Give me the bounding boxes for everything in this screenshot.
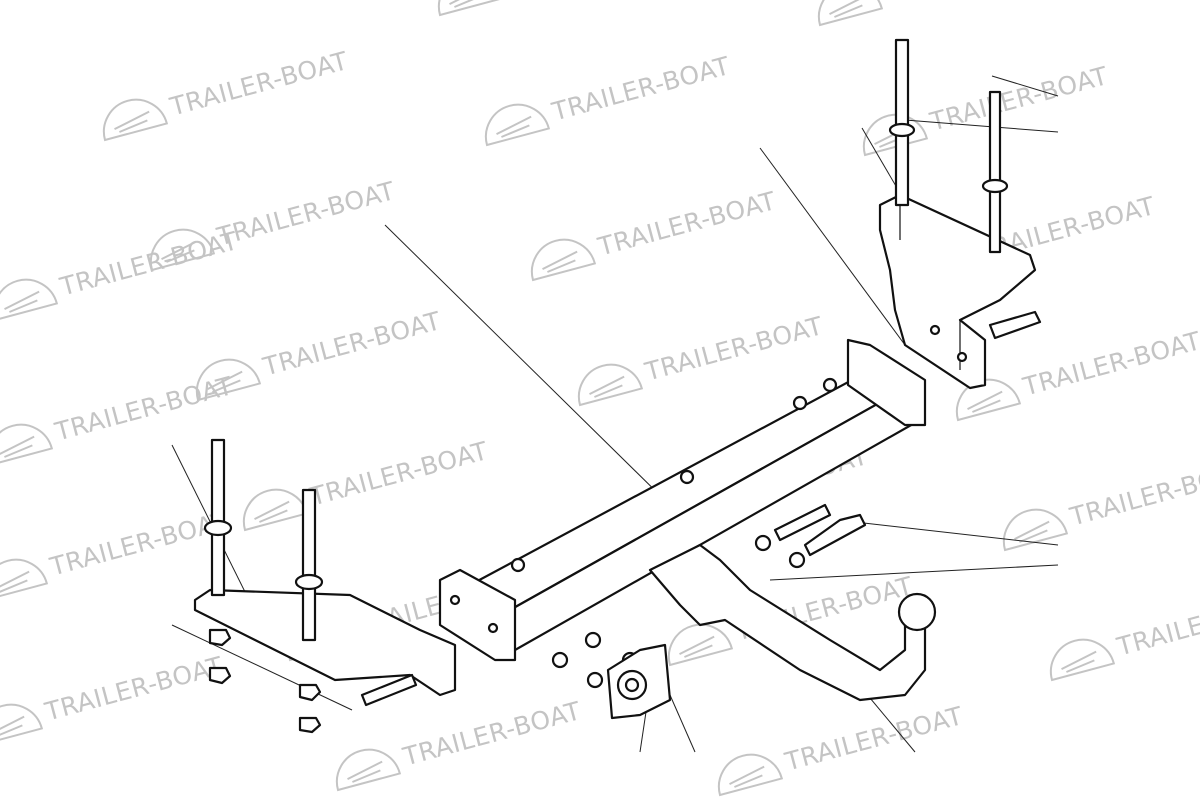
watermark-text: TRAILER-BOAT bbox=[781, 701, 966, 777]
watermark: TRAILER-BOAT bbox=[102, 46, 351, 142]
boat-logo-icon bbox=[0, 558, 49, 602]
boat-logo-icon bbox=[195, 358, 262, 402]
watermark: TRAILER-BOAT bbox=[437, 0, 504, 17]
watermark: TRAILER-BOAT bbox=[955, 326, 1200, 422]
boat-logo-icon bbox=[1049, 638, 1116, 682]
leader-line bbox=[854, 521, 1059, 546]
leader-line bbox=[669, 694, 696, 753]
watermark-text: TRAILER-BOAT bbox=[259, 306, 444, 382]
boat-logo-icon bbox=[667, 623, 734, 667]
watermark-text: TRAILER-BOAT bbox=[926, 61, 1111, 137]
boat-logo-icon bbox=[0, 423, 54, 467]
watermark-text: TRAILER-BOAT bbox=[46, 506, 231, 582]
boat-logo-icon bbox=[717, 753, 784, 797]
watermark-text: TRAILER-BOAT bbox=[166, 46, 351, 122]
watermark: TRAILER-BOAT bbox=[0, 651, 226, 747]
leader-line bbox=[904, 119, 1059, 133]
leader-line bbox=[769, 564, 1059, 581]
leader-line bbox=[991, 75, 1059, 97]
boat-logo-icon bbox=[577, 363, 644, 407]
boat-logo-icon bbox=[817, 0, 884, 27]
watermark: TRAILER-BOAT bbox=[0, 226, 241, 322]
watermark-text: TRAILER-BOAT bbox=[548, 51, 733, 127]
leader-line bbox=[384, 224, 681, 516]
watermark-text: TRAILER-BOAT bbox=[306, 436, 491, 512]
boat-logo-icon bbox=[242, 488, 309, 532]
watermark: TRAILER-BOAT bbox=[577, 311, 826, 407]
watermark-text: TRAILER-BOAT bbox=[56, 226, 241, 302]
boat-logo-icon bbox=[530, 238, 597, 282]
watermark: TRAILER-BOAT bbox=[0, 371, 236, 467]
watermark-text: TRAILER-BOAT bbox=[213, 176, 398, 252]
watermark: TRAILER-BOAT bbox=[242, 436, 491, 532]
right-mounting-bracket bbox=[878, 38, 1042, 390]
tow-ball bbox=[897, 592, 937, 632]
watermark-text: TRAILER-BOAT bbox=[1019, 326, 1200, 402]
watermark-text: TRAILER-BOAT bbox=[881, 0, 1066, 7]
watermark: TRAILER-BOAT bbox=[1002, 456, 1200, 552]
boat-logo-icon bbox=[335, 748, 402, 792]
watermark: TRAILER-BOAT bbox=[530, 186, 779, 282]
electrical-socket-plate bbox=[606, 643, 672, 720]
boat-logo-icon bbox=[102, 98, 169, 142]
leader-line bbox=[171, 624, 353, 711]
watermark: TRAILER-BOAT bbox=[0, 506, 231, 602]
left-mounting-bracket bbox=[193, 438, 457, 734]
boat-logo-icon bbox=[484, 103, 551, 147]
watermark-text: TRAILER-BOAT bbox=[41, 651, 226, 727]
watermark: TRAILER-BOAT bbox=[817, 0, 1066, 27]
watermark-text: TRAILER-BOAT bbox=[594, 186, 779, 262]
watermark: TRAILER-BOAT bbox=[717, 701, 966, 797]
boat-logo-icon bbox=[0, 703, 44, 747]
watermark-text: TRAILER-BOAT bbox=[1066, 456, 1200, 532]
watermark: TRAILER-BOAT bbox=[1049, 586, 1200, 682]
boat-logo-icon bbox=[1002, 508, 1069, 552]
watermark: TRAILER-BOAT bbox=[335, 696, 584, 792]
watermark-text: TRAILER-BOAT bbox=[641, 311, 826, 387]
boat-logo-icon bbox=[437, 0, 504, 17]
boat-logo-icon bbox=[149, 228, 216, 272]
boat-logo-icon bbox=[0, 278, 59, 322]
crossbar-tube bbox=[438, 338, 927, 662]
watermark: TRAILER-BOAT bbox=[484, 51, 733, 147]
watermark-text: TRAILER-BOAT bbox=[51, 371, 236, 447]
watermark: TRAILER-BOAT bbox=[862, 61, 1111, 157]
watermark-text: TRAILER-BOAT bbox=[1113, 586, 1200, 662]
tow-ball-arm bbox=[551, 503, 937, 702]
leader-line bbox=[759, 147, 906, 346]
watermark-text: TRAILER-BOAT bbox=[399, 696, 584, 772]
